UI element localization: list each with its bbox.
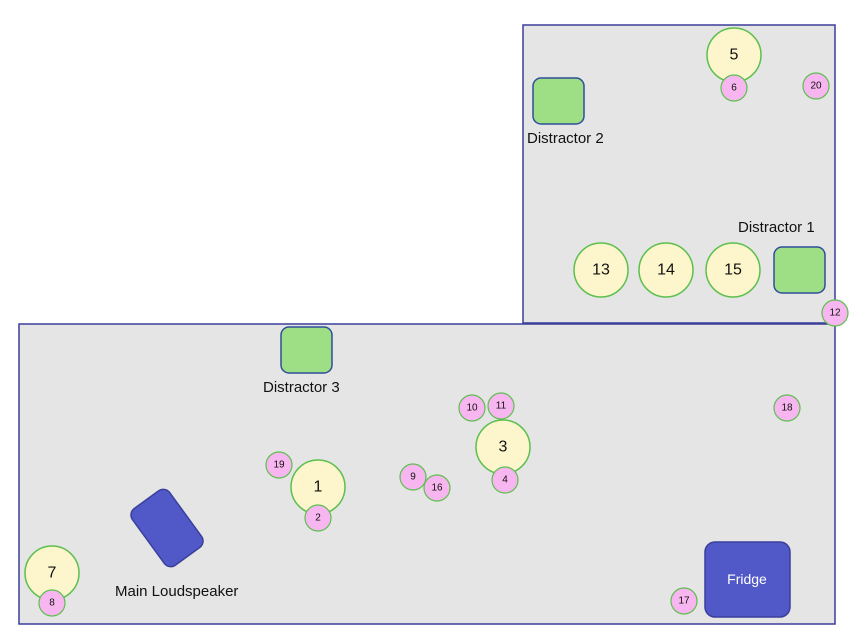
position-10-label: 10 bbox=[466, 403, 478, 414]
position-14-label: 14 bbox=[657, 262, 675, 279]
position-5-label: 5 bbox=[730, 47, 739, 64]
main-loudspeaker-shape bbox=[130, 488, 204, 568]
position-18-label: 19 bbox=[273, 460, 285, 471]
position-20: 20 bbox=[802, 72, 830, 100]
position-14: 14 bbox=[638, 242, 694, 298]
position-16: 16 bbox=[423, 474, 451, 502]
position-9-label: 9 bbox=[410, 472, 416, 483]
position-19: 17 bbox=[670, 587, 698, 615]
position-3: 3 bbox=[475, 419, 531, 475]
position-1-label: 1 bbox=[314, 479, 323, 496]
position-6-label: 6 bbox=[731, 83, 737, 94]
position-19-label: 17 bbox=[678, 596, 690, 607]
position-17: 18 bbox=[773, 394, 801, 422]
position-10: 10 bbox=[458, 394, 486, 422]
position-2-label: 2 bbox=[315, 513, 321, 524]
position-12-label: 12 bbox=[829, 308, 841, 319]
position-15: 13 bbox=[573, 242, 629, 298]
position-7-label: 7 bbox=[48, 565, 57, 582]
position-17-label: 18 bbox=[781, 403, 793, 414]
position-15-label: 13 bbox=[592, 262, 610, 279]
position-13: 15 bbox=[705, 242, 761, 298]
distractor-3-label: Distractor 3 bbox=[263, 379, 340, 396]
distractor-2-box bbox=[532, 77, 585, 125]
position-4: 4 bbox=[491, 466, 519, 494]
position-20-label: 20 bbox=[810, 81, 822, 92]
distractor-2-label: Distractor 2 bbox=[527, 130, 604, 147]
position-6: 6 bbox=[720, 74, 748, 102]
position-11: 11 bbox=[487, 392, 515, 420]
position-1: 1 bbox=[290, 459, 346, 515]
position-2: 2 bbox=[304, 504, 332, 532]
distractor-1-label: Distractor 1 bbox=[738, 219, 815, 236]
position-4-label: 4 bbox=[502, 475, 508, 486]
position-16-label: 16 bbox=[431, 483, 443, 494]
position-18: 19 bbox=[265, 451, 293, 479]
position-13-label: 15 bbox=[724, 262, 742, 279]
position-9: 9 bbox=[399, 463, 427, 491]
position-8: 8 bbox=[38, 589, 66, 617]
main-loudspeaker-label: Main Loudspeaker bbox=[115, 583, 238, 600]
position-8-label: 8 bbox=[49, 598, 55, 609]
distractor-3-box bbox=[280, 326, 333, 374]
fridge-shape bbox=[704, 541, 791, 618]
position-5: 5 bbox=[706, 27, 762, 83]
fridge-label: Fridge bbox=[727, 571, 767, 587]
position-12: 12 bbox=[821, 299, 849, 327]
distractor-1-box bbox=[773, 246, 826, 294]
position-3-label: 3 bbox=[499, 439, 508, 456]
lower-room bbox=[18, 323, 836, 625]
position-11-label: 11 bbox=[496, 401, 507, 412]
